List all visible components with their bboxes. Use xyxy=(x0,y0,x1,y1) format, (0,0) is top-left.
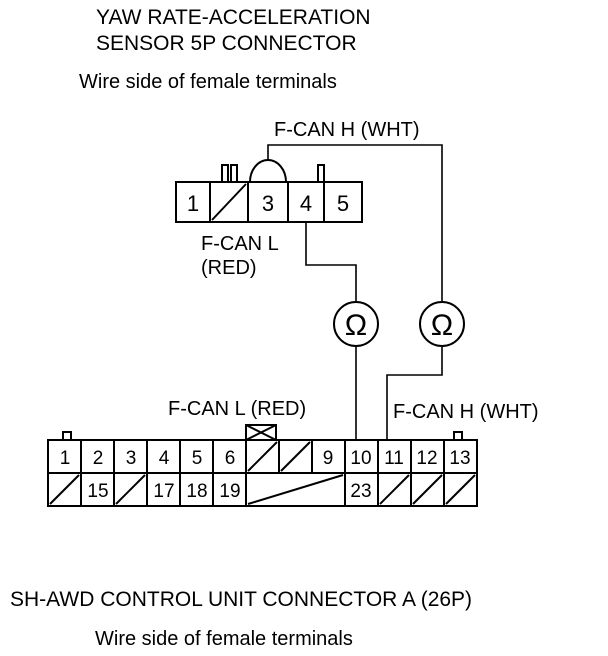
connector-tab xyxy=(221,164,229,183)
top-connector-title-line2: SENSOR 5P CONNECTOR xyxy=(96,32,357,55)
bottom-connector-title: SH-AWD CONTROL UNIT CONNECTOR A (26P) xyxy=(10,588,472,611)
terminal-23: 23 xyxy=(350,481,371,502)
terminal-17: 17 xyxy=(153,481,174,502)
ohm-meter-icon xyxy=(419,301,465,347)
ohm-meter-icon xyxy=(333,301,379,347)
fcan-h-bottom-label: F-CAN H (WHT) xyxy=(393,401,539,423)
terminal-5: 5 xyxy=(192,448,203,469)
ohm-symbol: Ω xyxy=(431,309,453,342)
empty-cavity-mark xyxy=(115,474,146,505)
fcan-h-lead-top xyxy=(267,144,443,302)
terminal-12: 12 xyxy=(416,448,437,469)
test-leads xyxy=(267,144,443,440)
terminal-1: 1 xyxy=(60,448,71,469)
top-terminal-5: 5 xyxy=(337,191,349,216)
empty-cavity-mark xyxy=(211,183,247,221)
terminal-11: 11 xyxy=(384,448,404,469)
empty-cavity-mark xyxy=(445,474,476,505)
top-terminal-3: 3 xyxy=(262,191,274,216)
top-connector-title-line1: YAW RATE-ACCELERATION xyxy=(96,6,371,29)
terminal-13: 13 xyxy=(449,448,470,469)
connector-tab xyxy=(62,431,72,441)
terminal-9: 9 xyxy=(323,448,334,469)
connector-tab xyxy=(317,164,325,183)
empty-cavity-mark xyxy=(49,474,80,505)
ohmmeter-fcan-l: Ω xyxy=(333,301,379,347)
terminal-10: 10 xyxy=(350,448,371,469)
fcan-h-top-label: F-CAN H (WHT) xyxy=(274,119,420,141)
fcan-l-top-label-line1: F-CAN L xyxy=(201,233,279,255)
terminal-19: 19 xyxy=(219,481,240,502)
terminal-18: 18 xyxy=(186,481,207,502)
terminal-3: 3 xyxy=(126,448,137,469)
connector-tab xyxy=(230,164,238,183)
row1-terminal-labels: 1 2 3 4 5 6 9 10 11 12 13 xyxy=(60,448,471,469)
connector-tab xyxy=(453,431,463,441)
empty-cavity-mark xyxy=(280,441,311,472)
ohm-symbol: Ω xyxy=(345,309,367,342)
sh-awd-connector xyxy=(47,424,478,507)
fcan-h-lead-bottom xyxy=(386,346,443,440)
empty-cavity-mark xyxy=(247,474,344,505)
terminal-15: 15 xyxy=(87,481,108,502)
empty-cavity-mark xyxy=(379,474,410,505)
terminal-2: 2 xyxy=(93,448,104,469)
ohmmeter-fcan-h: Ω xyxy=(419,301,465,347)
top-terminal-1: 1 xyxy=(187,191,199,216)
fcan-l-lead-top xyxy=(305,222,357,302)
terminal-6: 6 xyxy=(225,448,236,469)
fcan-l-top-label-line2: (RED) xyxy=(201,257,257,279)
connector-body xyxy=(175,181,363,223)
probe-contact-3 xyxy=(249,159,287,183)
row2-terminal-labels: 15 17 18 19 23 xyxy=(87,481,371,502)
bottom-connector-subtitle: Wire side of female terminals xyxy=(95,628,353,650)
top-connector-subtitle: Wire side of female terminals xyxy=(79,71,337,93)
top-terminal-4: 4 xyxy=(300,191,312,216)
empty-cavity-mark xyxy=(247,441,278,472)
fcan-l-bottom-label: F-CAN L (RED) xyxy=(168,398,306,420)
empty-cavity-mark xyxy=(412,474,443,505)
terminal-4: 4 xyxy=(159,448,170,469)
